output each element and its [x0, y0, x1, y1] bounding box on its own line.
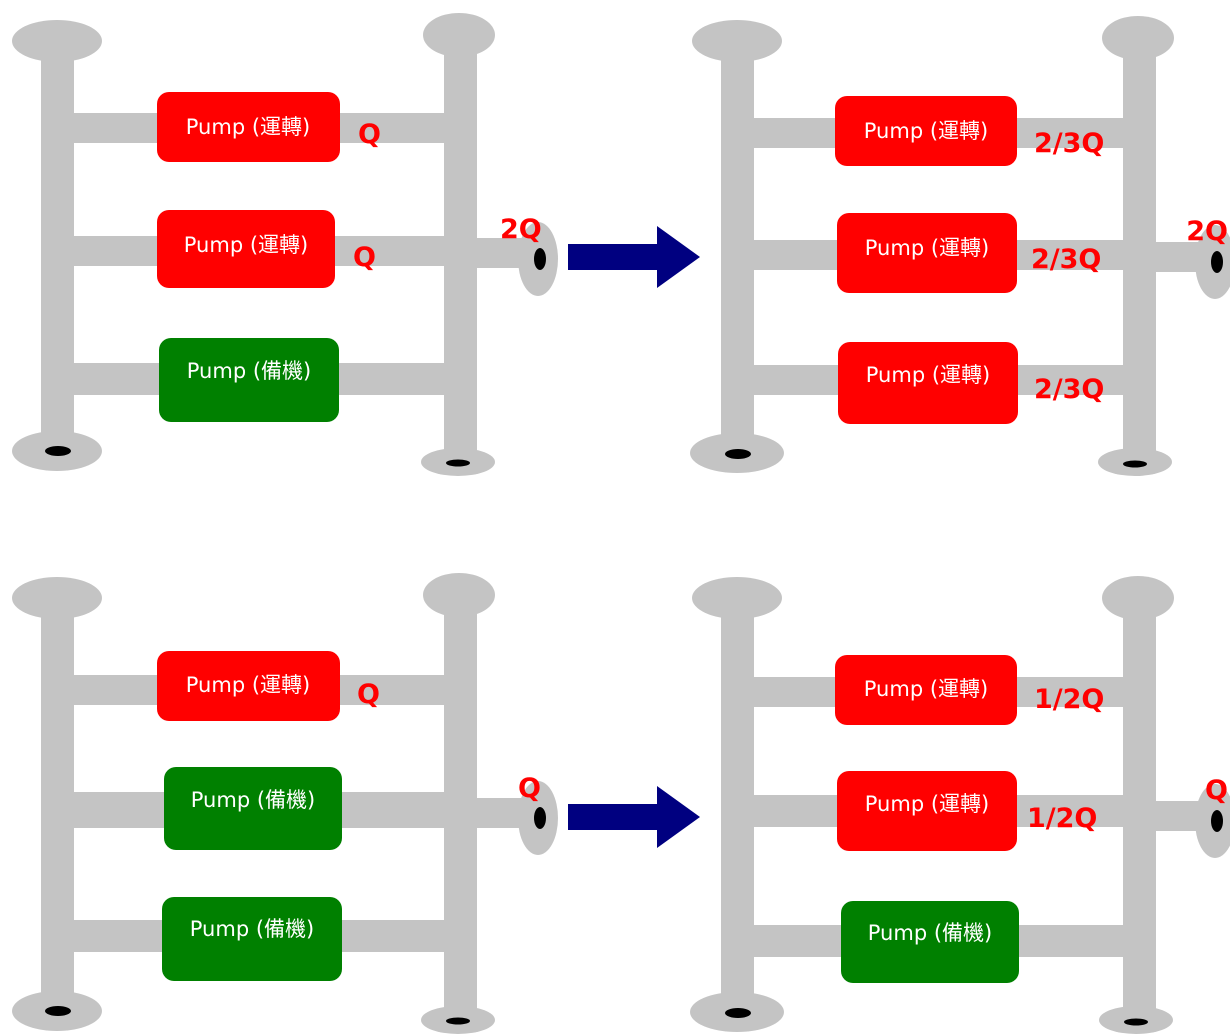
- flow-label: Q: [353, 242, 376, 273]
- arrow-right-icon: [568, 226, 700, 288]
- pump-label: Pump (備機): [191, 788, 315, 812]
- pump-box: Pump (備機): [162, 897, 342, 981]
- pump-label: Pump (備機): [187, 359, 311, 383]
- flow-label: 1/2Q: [1034, 684, 1104, 715]
- pump-label: Pump (運轉): [186, 115, 310, 139]
- flow-label: Q: [358, 119, 381, 150]
- flow-label: 2/3Q: [1031, 244, 1101, 275]
- pump-box: Pump (運轉): [835, 96, 1017, 166]
- pump-box: Pump (運轉): [837, 213, 1017, 293]
- pump-box: Pump (運轉): [838, 342, 1018, 424]
- total-flow-label: 2Q: [500, 214, 542, 245]
- pump-box: Pump (運轉): [835, 655, 1017, 725]
- flow-label: Q: [357, 679, 380, 710]
- total-flow-label: 2Q: [1186, 216, 1228, 247]
- pump-label: Pump (運轉): [865, 236, 989, 260]
- pump-label: Pump (運轉): [865, 792, 989, 816]
- total-flow-label: Q: [518, 773, 541, 804]
- pump-box: Pump (備機): [159, 338, 339, 422]
- pump-box: Pump (備機): [164, 767, 342, 850]
- pump-label: Pump (運轉): [864, 119, 988, 143]
- flow-label: 2/3Q: [1034, 374, 1104, 405]
- pump-box: Pump (備機): [841, 901, 1019, 983]
- pump-label: Pump (備機): [190, 917, 314, 941]
- pump-label: Pump (備機): [868, 921, 992, 945]
- pump-box: Pump (運轉): [837, 771, 1017, 851]
- pump-label: Pump (運轉): [186, 673, 310, 697]
- flow-label: 1/2Q: [1027, 803, 1097, 834]
- pump-label: Pump (運轉): [866, 363, 990, 387]
- arrow-right-icon: [568, 786, 700, 848]
- pump-label: Pump (運轉): [184, 233, 308, 257]
- panel-scenario-2-after: Pump (運轉) Pump (運轉) Pump (備機) 1/2Q 1/2Q …: [690, 576, 1230, 1034]
- pump-label: Pump (運轉): [864, 677, 988, 701]
- pump-box: Pump (運轉): [157, 651, 340, 721]
- flow-label: 2/3Q: [1034, 128, 1104, 159]
- panel-scenario-1-after: Pump (運轉) Pump (運轉) Pump (運轉) 2/3Q 2/3Q …: [690, 16, 1230, 476]
- pump-box: Pump (運轉): [157, 210, 335, 288]
- pump-box: Pump (運轉): [157, 92, 340, 162]
- panel-scenario-1-before: Pump (運轉) Pump (運轉) Pump (備機) Q Q 2Q: [12, 13, 558, 476]
- panel-scenario-2-before: Pump (運轉) Pump (備機) Pump (備機) Q Q: [12, 573, 558, 1034]
- total-flow-label: Q: [1205, 775, 1228, 806]
